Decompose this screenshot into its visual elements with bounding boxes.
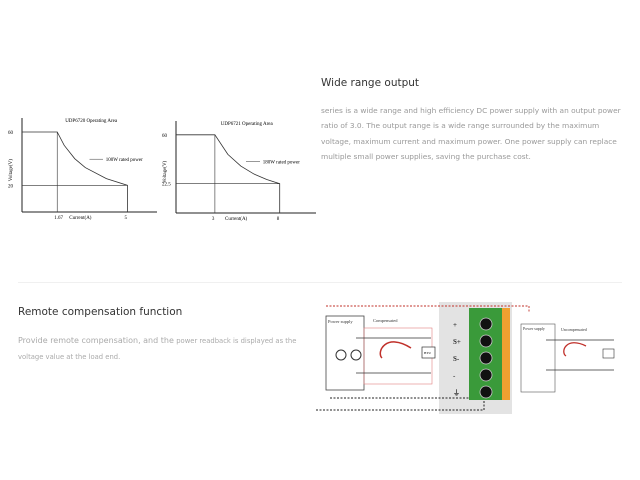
terminal-screw — [479, 351, 493, 365]
voltmeter-icon — [350, 349, 362, 361]
terminal-latch — [502, 308, 510, 400]
source-icon — [335, 349, 347, 361]
load-box — [421, 346, 436, 359]
y-axis-label: Voltage(V) — [9, 159, 14, 181]
terminal-screw — [479, 385, 493, 399]
x-tick-label: 8 — [277, 217, 280, 222]
annotation-label: 180W rated power — [263, 160, 300, 165]
wide-range-description: series is a wide range and high efficien… — [321, 106, 621, 161]
terminal-screw — [479, 334, 493, 348]
y-tick-label: 60 — [8, 131, 14, 136]
load-box-right — [602, 348, 615, 359]
remote-compensation-title: Remote compensation function — [18, 306, 183, 318]
chart-title: UDP6721 Operating Area — [221, 122, 274, 127]
current-arrow-right — [563, 342, 587, 357]
y-tick-label: 22.5 — [162, 183, 171, 188]
y-axis-label: Voltage(V) — [163, 160, 168, 182]
x-axis-label: Current(A) — [69, 216, 92, 221]
remote-compensation-description: Provide remote compensation, and the pow… — [18, 333, 308, 366]
chart-title: UDP6720 Operating Area — [65, 119, 118, 124]
wide-range-title: Wide range output — [321, 77, 420, 89]
annotation-label: 100W rated power — [106, 158, 143, 163]
x-axis-label: Current(A) — [225, 217, 248, 222]
operating-area-curve — [22, 131, 128, 212]
terminal-screw — [479, 368, 493, 382]
terminal-label: ⏚ — [453, 389, 460, 397]
uncompensated-label: Uncompensated — [561, 327, 587, 332]
section-divider — [18, 282, 622, 283]
terminal-label: S+ — [453, 338, 461, 346]
operating-area-curve — [176, 134, 281, 213]
y-tick-label: 20 — [8, 184, 14, 189]
x-tick-label: 1.67 — [54, 216, 63, 221]
terminal-label: + — [453, 321, 457, 329]
terminal-label: - — [453, 372, 456, 380]
x-tick-label: 3 — [212, 217, 215, 222]
power-supply-label-right: Power supply — [523, 326, 545, 331]
power-supply-box-left — [325, 315, 365, 391]
sense-wire-red — [326, 305, 530, 312]
desc-part-b: power readback is displayed as the volta… — [18, 337, 297, 362]
terminal-label: S- — [453, 355, 460, 363]
compensated-label: Compensated — [373, 318, 398, 323]
remote-compensation-diagram: Power supply Compensated BTU + S+ S- - ⏚ Pow… — [316, 302, 615, 414]
power-supply-label-left: Power supply — [328, 319, 353, 324]
terminal-screw — [479, 317, 493, 331]
load-label: BTU — [424, 351, 431, 355]
y-tick-label: 60 — [162, 134, 168, 139]
desc-part-a: Provide remote compensation, and the — [18, 336, 174, 345]
current-arrow — [379, 341, 412, 359]
power-supply-box-right — [520, 323, 556, 393]
x-tick-label: 5 — [124, 216, 127, 221]
